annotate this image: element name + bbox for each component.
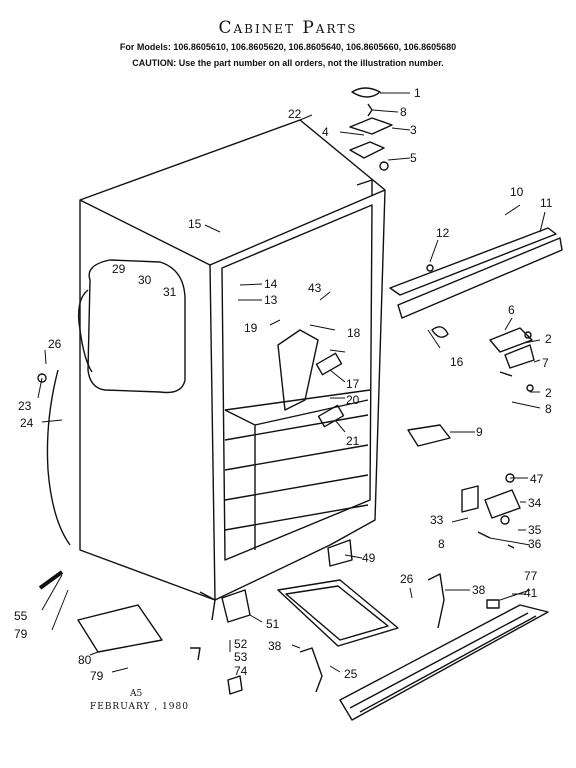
top-hinge-parts	[349, 87, 393, 171]
callout-80: 80	[78, 653, 92, 667]
callout-26: 26	[400, 572, 414, 586]
callout-24: 24	[20, 416, 34, 430]
lower-right-bracket	[461, 473, 521, 549]
caution-note: CAUTION: Use the part number on all orde…	[132, 58, 444, 68]
callout-19: 19	[244, 321, 258, 335]
callout-31: 31	[163, 285, 177, 299]
callout-7: 7	[542, 356, 549, 370]
callout-38: 38	[268, 639, 282, 653]
cabinet-shell	[77, 119, 386, 621]
callout-41: 41	[524, 586, 538, 600]
callout-30: 30	[138, 273, 152, 287]
callout-8: 8	[400, 105, 407, 119]
callout-10: 10	[510, 185, 524, 199]
footer-code: A5	[130, 689, 143, 699]
interior-bracket	[277, 329, 345, 428]
footer-date: FEBRUARY , 1980	[90, 702, 189, 712]
callout-22: 22	[288, 107, 302, 121]
callout-16: 16	[450, 355, 464, 369]
right-rail-bracket	[389, 227, 563, 338]
callout-53: 53	[234, 650, 248, 664]
callout-47: 47	[530, 472, 544, 486]
callout-52: 52	[234, 637, 248, 651]
callout-13: 13	[264, 293, 278, 307]
callout-17: 17	[346, 377, 360, 391]
callout-15: 15	[188, 217, 202, 231]
bottom-parts	[38, 539, 500, 695]
callout-29: 29	[112, 262, 126, 276]
callout-6: 6	[508, 303, 515, 317]
callout-49: 49	[362, 551, 376, 565]
callout-36: 36	[528, 537, 542, 551]
callout-23: 23	[18, 399, 32, 413]
callout-43: 43	[308, 281, 322, 295]
callout-1: 1	[414, 86, 421, 100]
callout-20: 20	[346, 393, 360, 407]
callout-79: 79	[14, 627, 28, 641]
callout-33: 33	[430, 513, 444, 527]
drip-tray	[277, 579, 399, 647]
callout-2: 2	[545, 386, 552, 400]
latch-part-9	[407, 424, 451, 447]
toe-grille	[339, 604, 549, 721]
callout-26: 26	[48, 337, 62, 351]
callout-2: 2	[545, 332, 552, 346]
callout-8: 8	[545, 402, 552, 416]
callout-5: 5	[410, 151, 417, 165]
callout-35: 35	[528, 523, 542, 537]
page-title: Cabinet Parts	[218, 18, 358, 38]
callout-4: 4	[322, 125, 329, 139]
model-numbers: For Models: 106.8605610, 106.8605620, 10…	[119, 42, 457, 52]
callout-9: 9	[476, 425, 483, 439]
callout-8: 8	[438, 537, 445, 551]
callout-14: 14	[264, 277, 278, 291]
callout-11: 11	[540, 196, 553, 210]
callout-25: 25	[344, 667, 358, 681]
right-hinge-group	[489, 327, 535, 392]
callout-34: 34	[528, 496, 542, 510]
callout-74: 74	[234, 664, 248, 678]
callout-3: 3	[410, 123, 417, 137]
callout-21: 21	[346, 434, 360, 448]
callout-79: 79	[90, 669, 104, 683]
callout-12: 12	[436, 226, 450, 240]
power-cord	[37, 369, 71, 546]
callout-18: 18	[347, 326, 361, 340]
leader-lines	[37, 92, 546, 673]
callout-51: 51	[266, 617, 280, 631]
callout-77: 77	[524, 569, 538, 583]
callout-55: 55	[14, 609, 28, 623]
callout-38: 38	[472, 583, 486, 597]
